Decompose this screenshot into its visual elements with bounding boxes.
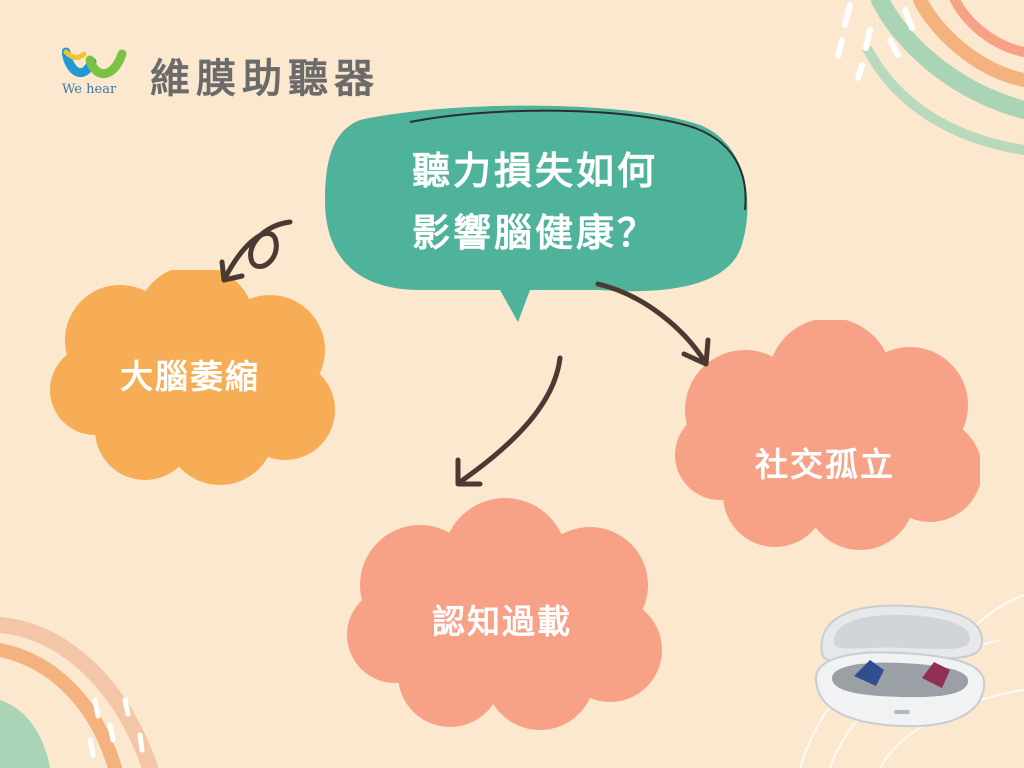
question-line-2: 影響腦健康？ (411, 211, 658, 255)
effect-label-brain-atrophy: 大腦萎縮 (120, 357, 260, 396)
brand-tagline: We hear (62, 82, 117, 97)
we-hear-logo-icon (62, 47, 127, 79)
arrow-to-brain-atrophy (222, 219, 293, 281)
cloud-social-isolation (675, 320, 980, 550)
arrow-to-cognitive-overload (457, 355, 563, 485)
cloud-brain-atrophy (50, 270, 335, 485)
question-line-1: 聽力損失如何 (411, 149, 658, 193)
question-text: 聽力損失如何 影響腦健康？ (330, 140, 740, 264)
hearing-aid-charging-case-icon (814, 604, 986, 728)
brand-name: 維膜助聽器 (150, 56, 380, 102)
speech-bubble (325, 105, 748, 322)
effect-label-social-isolation: 社交孤立 (755, 445, 895, 484)
effect-label-cognitive-overload: 認知過載 (432, 602, 572, 641)
arrow-to-social-isolation (595, 281, 708, 365)
cloud-cognitive-overload (347, 498, 662, 730)
